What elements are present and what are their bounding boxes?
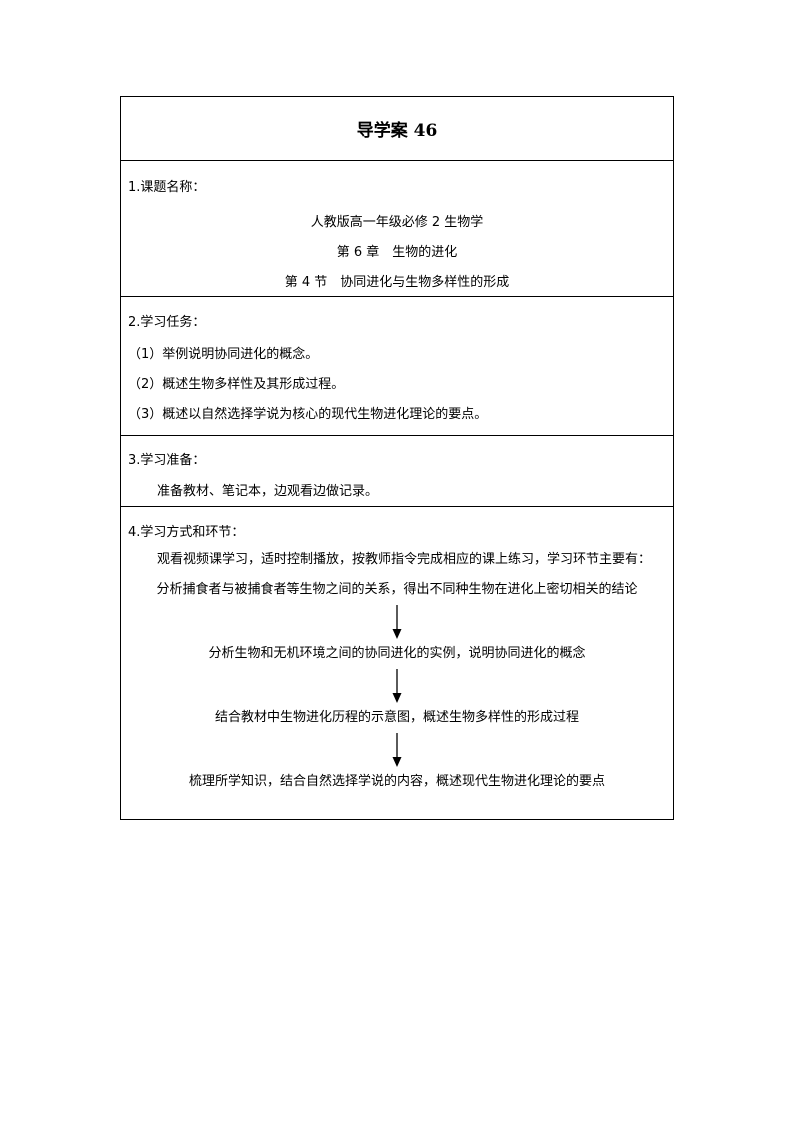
course-name-label: 1.课题名称： [128, 180, 206, 195]
flow-step: 分析捕食者与被捕食者等生物之间的关系，得出不同种生物在进化上密切相关的结论 [156, 582, 638, 597]
flow-step: 结合教材中生物进化历程的示意图，概述生物多样性的形成过程 [214, 710, 579, 725]
learning-preparation-label: 3.学习准备： [128, 453, 206, 468]
lesson-plan-table: 导学案 46 1.课题名称： 人教版高一年级必修 2 生物学 第 6 章 生物的… [120, 96, 674, 820]
task-item: （2）概述生物多样性及其形成过程。 [128, 377, 345, 392]
learning-flowchart: 分析捕食者与被捕食者等生物之间的关系，得出不同种生物在进化上密切相关的结论 分析… [121, 581, 673, 791]
page-title: 导学案 46 [356, 121, 438, 141]
preparation-text: 准备教材、笔记本，边观看边做记录。 [157, 484, 379, 499]
learning-tasks-label: 2.学习任务： [128, 315, 206, 330]
learning-tasks-section: 2.学习任务： （1）举例说明协同进化的概念。 （2）概述生物多样性及其形成过程… [121, 296, 673, 435]
down-arrow-icon [392, 669, 402, 703]
course-line: 人教版高一年级必修 2 生物学 [310, 215, 484, 230]
flow-step: 梳理所学知识，结合自然选择学说的内容，概述现代生物进化理论的要点 [188, 774, 605, 789]
chapter-line: 第 6 章 生物的进化 [336, 245, 458, 260]
down-arrow-icon [392, 733, 402, 767]
task-item: （3）概述以自然选择学说为核心的现代生物进化理论的要点。 [128, 407, 488, 422]
learning-method-text: 观看视频课学习，适时控制播放，按教师指令完成相应的课上练习，学习环节主要有： [157, 552, 652, 567]
task-item: （1）举例说明协同进化的概念。 [128, 347, 319, 362]
course-name-section: 1.课题名称： 人教版高一年级必修 2 生物学 第 6 章 生物的进化 第 4 … [121, 160, 673, 296]
learning-method-label: 4.学习方式和环节： [128, 525, 245, 540]
flow-step: 分析生物和无机环境之间的协同进化的实例，说明协同进化的概念 [208, 646, 586, 661]
section-line: 第 4 节 协同进化与生物多样性的形成 [284, 275, 510, 290]
down-arrow-icon [392, 605, 402, 639]
learning-method-section: 4.学习方式和环节： 观看视频课学习，适时控制播放，按教师指令完成相应的课上练习… [121, 506, 673, 819]
title-row: 导学案 46 [121, 97, 673, 160]
learning-preparation-section: 3.学习准备： 准备教材、笔记本，边观看边做记录。 [121, 435, 673, 506]
